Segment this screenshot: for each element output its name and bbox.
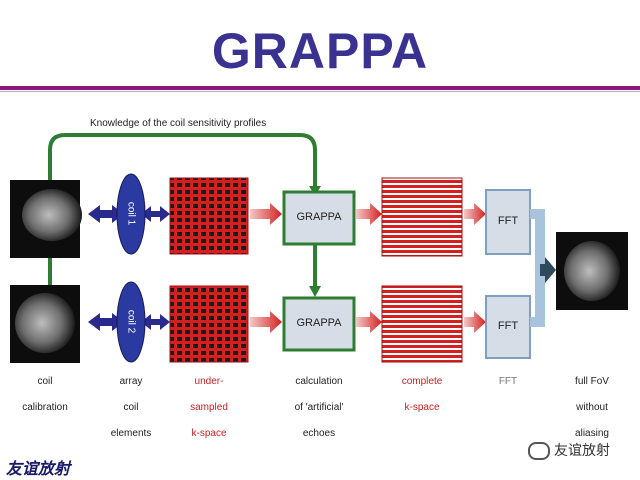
fft-label-2: FFT — [497, 320, 519, 332]
wechat-icon — [528, 442, 550, 461]
grappa-link-arrowhead — [309, 286, 321, 297]
complete-kspace-1 — [381, 177, 463, 257]
arrow-to-complete-2 — [356, 311, 382, 333]
footer-logo-left: 友谊放射 — [6, 459, 71, 478]
coil-1-label: coil 1 — [125, 201, 137, 226]
double-arrow-3 — [141, 206, 170, 222]
arrow-to-grappa-1 — [250, 203, 282, 225]
arrow-to-fft-2 — [464, 311, 486, 333]
title-divider — [0, 86, 640, 90]
column-label-fft: FFT — [498, 376, 518, 387]
double-arrow-2 — [88, 313, 124, 331]
double-arrow-4 — [141, 314, 170, 330]
coil-2-label: coil 2 — [125, 309, 137, 334]
grappa-label-1: GRAPPA — [296, 211, 342, 223]
title-divider-shadow — [0, 91, 640, 92]
knowledge-label: Knowledge of the coil sensitivity profil… — [90, 118, 267, 129]
undersampled-kspace-1 — [169, 177, 249, 255]
coil-2-ellipse — [116, 281, 146, 363]
fft-label-1: FFT — [497, 215, 519, 227]
double-arrow-1 — [88, 205, 124, 223]
fft-merge — [530, 209, 545, 327]
fft-box-1 — [485, 189, 531, 255]
arrow-to-grappa-2 — [250, 311, 282, 333]
coil-1-ellipse — [116, 173, 146, 255]
arrow-to-fft-1 — [464, 203, 486, 225]
arrow-to-complete-1 — [356, 203, 382, 225]
fft-box-2 — [485, 295, 531, 359]
undersampled-kspace-2 — [169, 285, 249, 363]
knowledge-arc — [48, 133, 317, 188]
grappa-box-1 — [282, 190, 356, 246]
arrow-to-result — [540, 257, 556, 283]
footer-logo-right: 友谊放射 — [528, 440, 610, 461]
page-title: GRAPPA — [211, 23, 429, 79]
footer-logo-right-text: 友谊放射 — [554, 442, 610, 458]
complete-kspace-2 — [381, 285, 463, 363]
grappa-label-2: GRAPPA — [296, 317, 342, 329]
grappa-box-2 — [282, 296, 356, 352]
